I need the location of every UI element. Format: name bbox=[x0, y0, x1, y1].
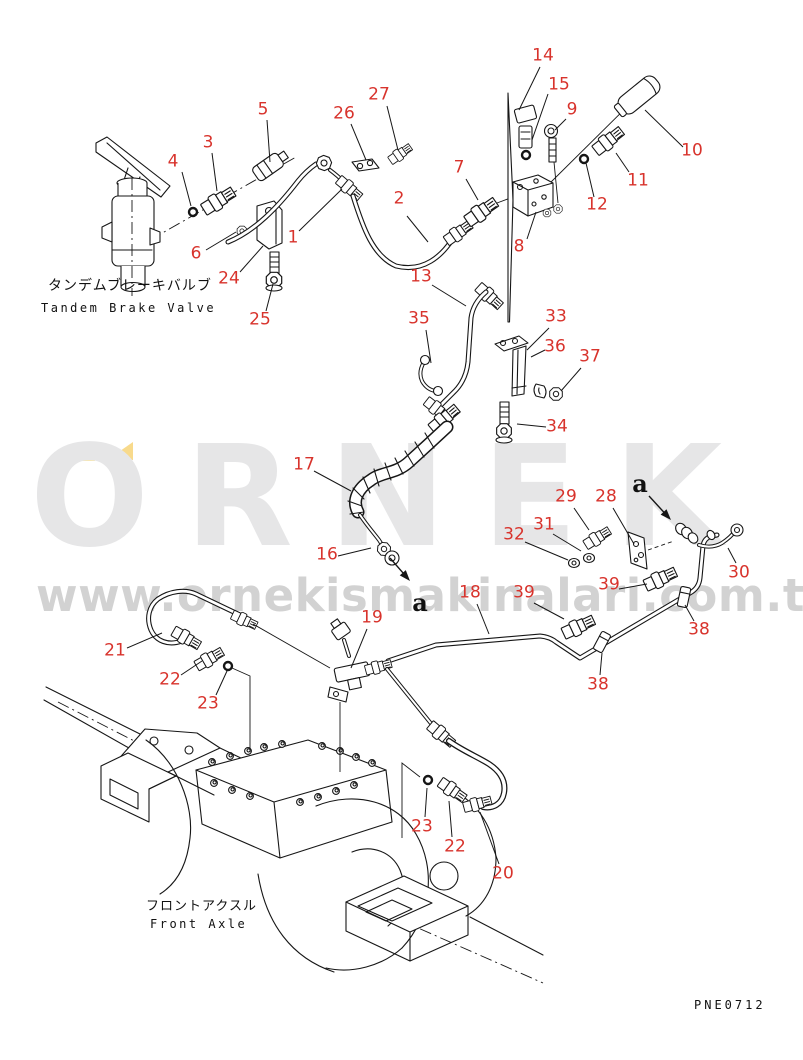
watermark-brand: ORNEK bbox=[30, 416, 759, 579]
fitting-11 bbox=[589, 123, 627, 158]
fitting-22 bbox=[192, 644, 227, 673]
callout-9: 9 bbox=[566, 99, 578, 120]
callout-18: 18 bbox=[459, 582, 481, 603]
callout-20: 20 bbox=[492, 863, 514, 884]
callout-14: 14 bbox=[532, 45, 554, 66]
callout-12: 12 bbox=[586, 194, 608, 215]
washer-31 bbox=[582, 552, 596, 564]
callout-27: 27 bbox=[368, 84, 390, 105]
t-fitting-19 bbox=[327, 618, 371, 772]
fitting-39-right bbox=[641, 564, 680, 594]
elbow-35 bbox=[418, 354, 444, 397]
callout-30: 30 bbox=[728, 562, 750, 583]
o-ring-23 bbox=[222, 660, 234, 672]
callout-39: 39 bbox=[598, 574, 620, 595]
callout-26: 26 bbox=[333, 103, 355, 124]
callout-13: 13 bbox=[410, 266, 432, 287]
callout-4: 4 bbox=[167, 151, 179, 172]
fitting-29 bbox=[581, 524, 614, 552]
bolt-34 bbox=[495, 401, 513, 444]
valve-block-8 bbox=[512, 174, 554, 218]
callout-24: 24 bbox=[218, 268, 240, 289]
clamp-38-upper bbox=[676, 585, 692, 609]
hose-17 bbox=[347, 401, 463, 566]
sleeve-10 bbox=[613, 75, 661, 118]
callout-25: 25 bbox=[249, 309, 271, 330]
bolt-9 bbox=[543, 123, 563, 214]
plate-28 bbox=[627, 531, 675, 570]
callout-36: 36 bbox=[544, 336, 566, 357]
fitting-3 bbox=[198, 183, 239, 218]
callout-28: 28 bbox=[595, 486, 617, 507]
callout-6: 6 bbox=[190, 243, 202, 264]
callout-38: 38 bbox=[587, 674, 609, 695]
callout-23: 23 bbox=[197, 693, 219, 714]
callout-34: 34 bbox=[546, 416, 568, 437]
callout-35: 35 bbox=[408, 308, 430, 329]
callout-39: 39 bbox=[513, 582, 535, 603]
view-marker-a-1: a bbox=[632, 469, 648, 498]
callout-11: 11 bbox=[627, 170, 649, 191]
fitting-14-15 bbox=[513, 104, 538, 161]
o-ring-12 bbox=[578, 153, 590, 165]
axle-caption-en: Front Axle bbox=[150, 917, 248, 931]
elbow-30 bbox=[675, 522, 744, 549]
callout-10: 10 bbox=[681, 140, 703, 161]
hose-2 bbox=[333, 173, 476, 270]
bolt-25 bbox=[265, 251, 283, 292]
nut-32 bbox=[567, 557, 581, 569]
view-marker-a-2: a bbox=[412, 588, 428, 617]
callout-19: 19 bbox=[361, 607, 383, 628]
callout-8: 8 bbox=[513, 236, 525, 257]
mount-panel bbox=[507, 92, 514, 323]
callout-22: 22 bbox=[444, 836, 466, 857]
view-arrows bbox=[389, 495, 671, 581]
bracket-24 bbox=[256, 200, 283, 250]
tandem-brake-valve-drawing bbox=[95, 136, 171, 296]
callout-1: 1 bbox=[287, 227, 299, 248]
clip-36 bbox=[533, 383, 547, 399]
nut-37 bbox=[549, 387, 563, 401]
axle-caption-jp: フロントアクスル bbox=[146, 899, 257, 914]
bracket-33 bbox=[494, 335, 529, 397]
callout-3: 3 bbox=[202, 132, 214, 153]
callout-23: 23 bbox=[411, 816, 433, 837]
pipe-13 bbox=[421, 280, 506, 424]
callout-33: 33 bbox=[545, 306, 567, 327]
callout-7: 7 bbox=[453, 157, 465, 178]
callout-2: 2 bbox=[393, 188, 405, 209]
callout-16: 16 bbox=[316, 544, 338, 565]
pipe-21 bbox=[146, 588, 260, 653]
callout-5: 5 bbox=[257, 99, 269, 120]
callout-21: 21 bbox=[104, 640, 126, 661]
callout-38: 38 bbox=[688, 619, 710, 640]
callout-17: 17 bbox=[293, 454, 315, 475]
clamp-26 bbox=[351, 158, 380, 172]
callout-15: 15 bbox=[548, 74, 570, 95]
callout-22: 22 bbox=[159, 669, 181, 690]
o-ring-4 bbox=[187, 206, 199, 218]
callout-31: 31 bbox=[533, 514, 555, 535]
pipe-18 bbox=[363, 532, 720, 677]
drawing-code: PNE0712 bbox=[694, 998, 766, 1012]
valve-caption-jp: タンデムブレーキバルブ bbox=[48, 278, 212, 294]
callout-29: 29 bbox=[555, 486, 577, 507]
fitting-39-left bbox=[559, 612, 598, 642]
leader-lines bbox=[126, 66, 737, 865]
callout-32: 32 bbox=[503, 524, 525, 545]
hose-20 bbox=[385, 667, 508, 838]
fitting-5 bbox=[252, 150, 289, 182]
fitting-27 bbox=[386, 141, 415, 167]
valve-caption-en: Tandem Brake Valve bbox=[41, 301, 217, 315]
front-axle-drawing bbox=[43, 686, 544, 973]
fitting-7 bbox=[461, 194, 502, 230]
callout-37: 37 bbox=[579, 346, 601, 367]
